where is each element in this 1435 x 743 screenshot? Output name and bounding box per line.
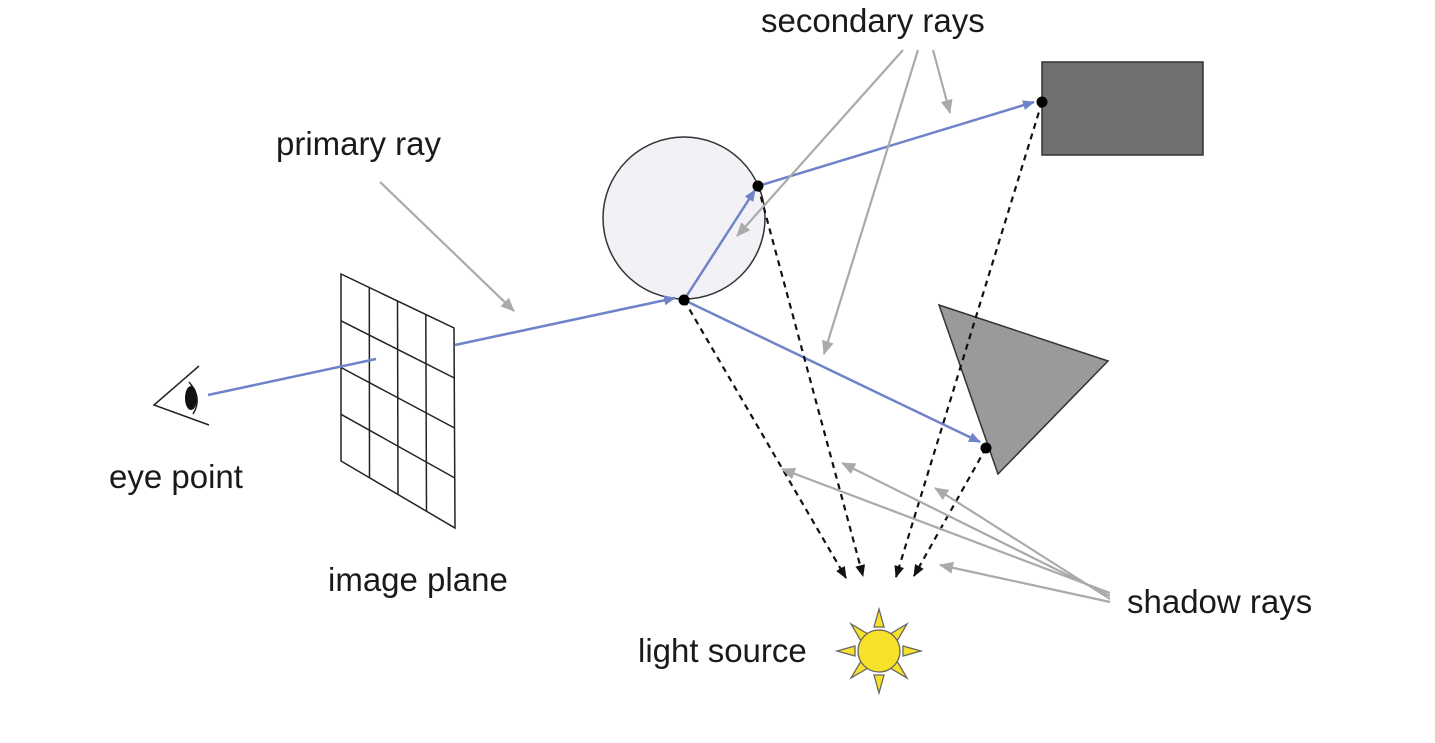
secondary-rays-label: secondary rays — [761, 2, 985, 39]
eye-icon — [152, 365, 210, 426]
reflection-ray-inner — [682, 189, 757, 301]
intersection-point-sphere-front — [678, 294, 690, 306]
sphere — [602, 136, 766, 300]
secondary-rays-pointers — [736, 49, 953, 355]
primary-ray-label: primary ray — [276, 125, 442, 162]
intersection-point-triangle — [980, 442, 992, 454]
reflection-ray-to-triangle — [683, 298, 981, 444]
primary-ray-segment-plane — [454, 295, 676, 347]
intersection-point-sphere-back — [752, 180, 764, 192]
primary-ray-segment-eye — [207, 357, 377, 397]
triangle — [937, 303, 1110, 476]
light-source-label: light source — [638, 632, 807, 669]
dark-rectangle — [1041, 61, 1204, 156]
shadow-ray-lines — [683, 101, 1044, 579]
reflection-ray-to-rectangle — [757, 100, 1035, 188]
shadow-rays-label: shadow rays — [1127, 583, 1313, 620]
sun-icon — [834, 606, 924, 696]
image-plane-label: image plane — [328, 561, 508, 598]
shadow-rays-pointers — [781, 462, 1111, 604]
image-plane-grid — [340, 272, 456, 530]
primary-ray-pointer — [379, 181, 515, 312]
eye-point-label: eye point — [109, 458, 243, 495]
intersection-point-rectangle — [1036, 96, 1048, 108]
